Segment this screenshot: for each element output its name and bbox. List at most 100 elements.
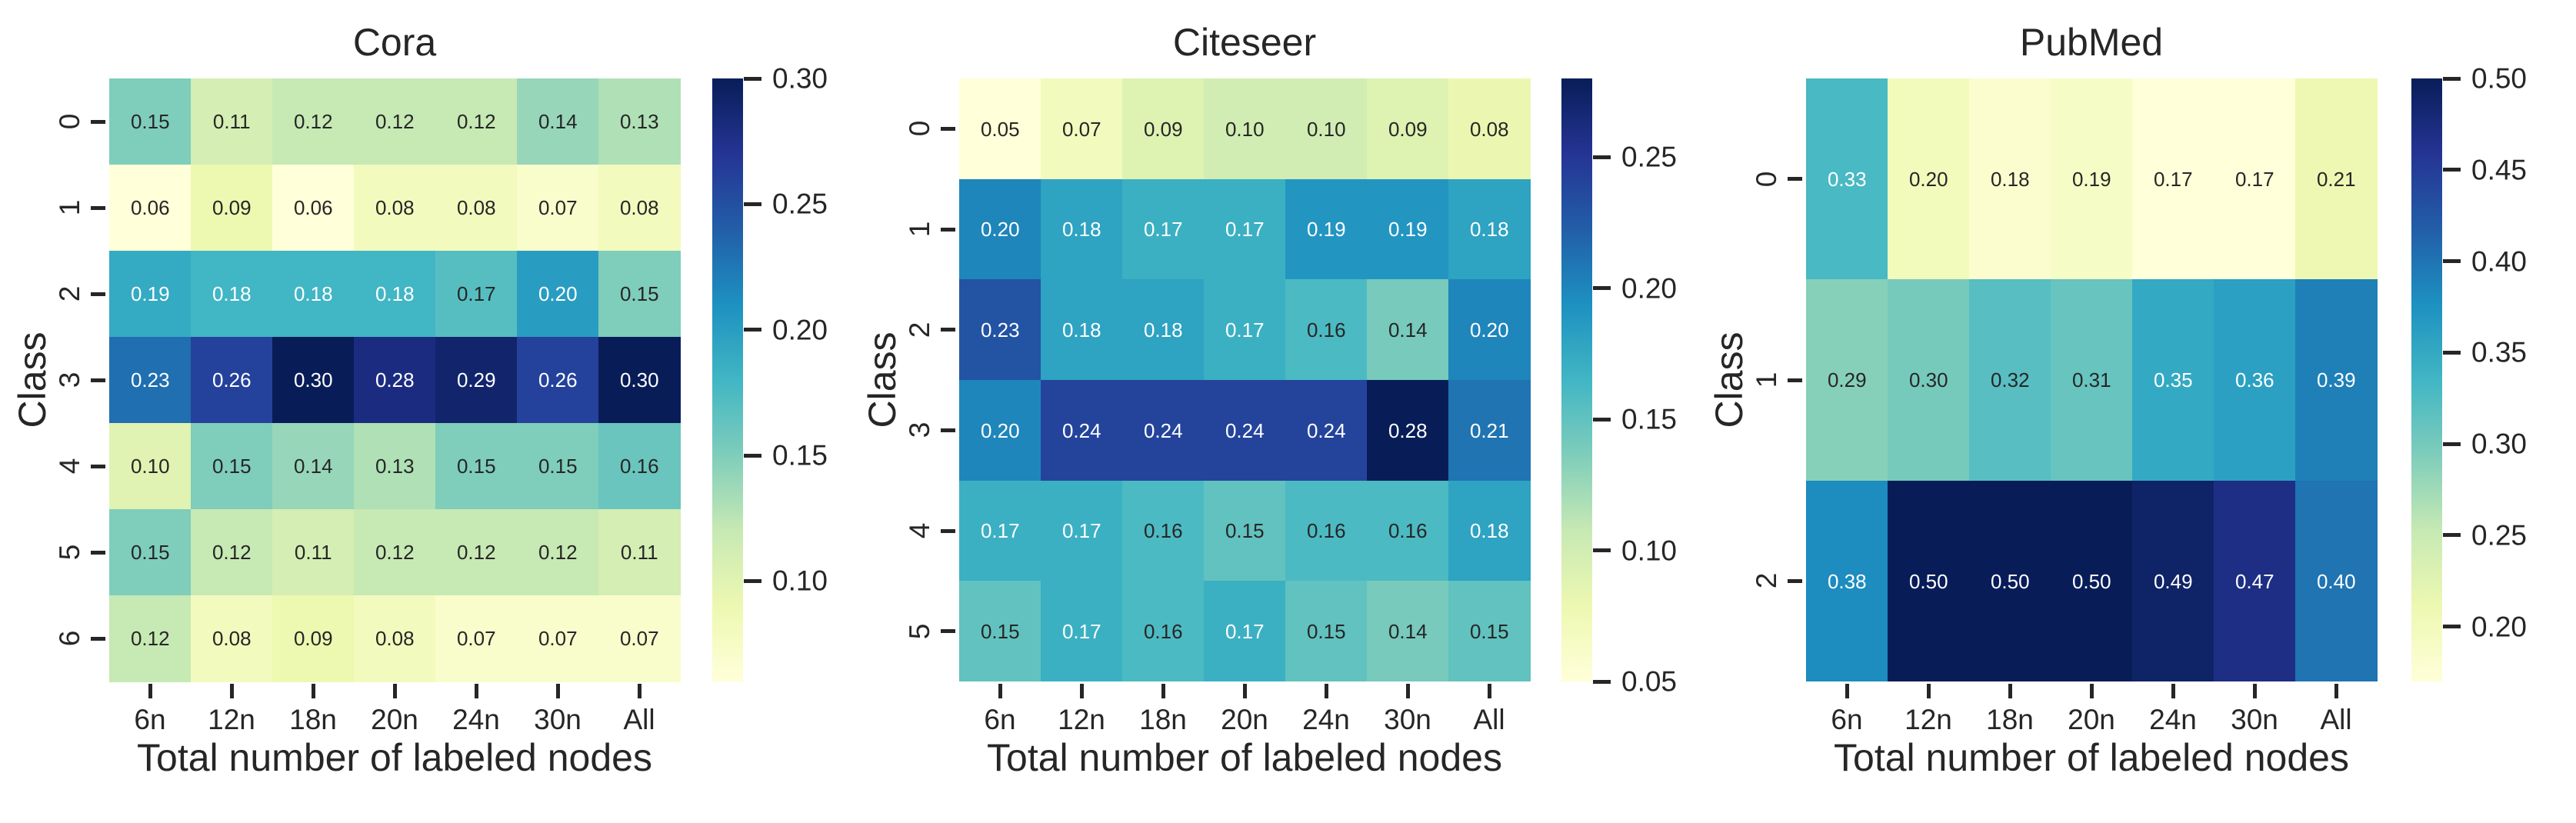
heatmap-cell: 0.17 bbox=[435, 251, 518, 338]
y-tick-mark bbox=[91, 292, 105, 296]
heatmap-cell: 0.20 bbox=[959, 380, 1041, 481]
x-tick-label: 18n bbox=[289, 704, 337, 735]
colorbar-tick-label: 0.25 bbox=[772, 188, 828, 220]
heatmap-cell-value: 0.18 bbox=[293, 282, 333, 306]
heatmap-cell-value: 0.18 bbox=[375, 282, 415, 306]
heatmap-cell-value: 0.15 bbox=[1469, 619, 1509, 643]
heatmap-cell-value: 0.23 bbox=[130, 368, 170, 392]
heatmap-cell-value: 0.30 bbox=[293, 368, 333, 392]
heatmap-cell-value: 0.17 bbox=[1225, 619, 1265, 643]
heatmap-cell-value: 0.10 bbox=[1306, 117, 1346, 141]
colorbar-tick-mark bbox=[744, 578, 761, 583]
heatmap-cell: 0.20 bbox=[959, 178, 1041, 280]
heatmap-cell-value: 0.09 bbox=[1388, 117, 1428, 141]
heatmap-cell-value: 0.15 bbox=[619, 282, 659, 306]
colorbar-tick-mark bbox=[744, 453, 761, 458]
heatmap-cell: 0.14 bbox=[517, 78, 599, 165]
heatmap-cell: 0.21 bbox=[2295, 78, 2378, 280]
heatmap-cell: 0.17 bbox=[959, 480, 1041, 581]
heatmap-cell-value: 0.07 bbox=[538, 627, 578, 651]
heatmap-cell: 0.07 bbox=[517, 595, 599, 682]
heatmap-cell-value: 0.11 bbox=[212, 110, 251, 134]
x-tick-label: 24n bbox=[2149, 704, 2197, 735]
heatmap-cell-value: 0.28 bbox=[375, 368, 415, 392]
colorbar-tick-mark bbox=[2443, 625, 2461, 629]
heatmap-cell: 0.07 bbox=[1041, 78, 1123, 180]
chart-title-citeseer: Citeseer bbox=[1172, 21, 1317, 64]
heatmap-cell-value: 0.17 bbox=[1143, 218, 1183, 242]
heatmap-cell: 0.20 bbox=[517, 251, 599, 338]
heatmap-cell-value: 0.17 bbox=[1225, 318, 1265, 342]
heatmap-cell-value: 0.16 bbox=[1306, 318, 1346, 342]
colorbar-tick-label: 0.20 bbox=[1621, 272, 1678, 305]
heatmap-cell: 0.15 bbox=[191, 423, 273, 510]
heatmap-cell-value: 0.08 bbox=[456, 196, 496, 220]
heatmap-cell-value: 0.35 bbox=[2153, 368, 2193, 392]
heatmap-cell-value: 0.20 bbox=[538, 282, 578, 306]
heatmap-cell: 0.09 bbox=[1122, 78, 1205, 180]
x-tick-label: 18n bbox=[1139, 704, 1187, 735]
x-tick-label: 6n bbox=[134, 704, 166, 735]
heatmap-cell-value: 0.08 bbox=[375, 627, 415, 651]
heatmap-cell-value: 0.21 bbox=[2316, 167, 2356, 191]
colorbar-tick-label: 0.10 bbox=[772, 565, 828, 597]
heatmap-cell: 0.13 bbox=[354, 423, 436, 510]
x-tick-mark bbox=[998, 684, 1002, 698]
colorbar-tick-label: 0.35 bbox=[2471, 336, 2528, 368]
heatmap-cell-value: 0.15 bbox=[130, 110, 170, 134]
x-tick-mark bbox=[2334, 684, 2338, 698]
heatmap-cell: 0.16 bbox=[1122, 480, 1205, 581]
heatmap-cell: 0.12 bbox=[354, 78, 436, 165]
x-tick-mark bbox=[1242, 684, 1247, 698]
heatmap-cell-value: 0.14 bbox=[293, 455, 333, 478]
x-tick-mark bbox=[229, 684, 234, 698]
heatmap-cell: 0.15 bbox=[109, 78, 192, 165]
heatmap-cell: 0.12 bbox=[272, 78, 355, 165]
heatmap-cell: 0.29 bbox=[435, 337, 518, 424]
colorbar-tick-label: 0.20 bbox=[772, 314, 828, 346]
heatmap-cell-value: 0.08 bbox=[619, 196, 659, 220]
x-tick-label: All bbox=[623, 704, 655, 735]
colorbar-tick-label: 0.10 bbox=[1621, 535, 1678, 567]
heatmap-cell: 0.26 bbox=[191, 337, 273, 424]
heatmap-cell-value: 0.10 bbox=[130, 455, 170, 478]
heatmap-cell: 0.08 bbox=[598, 165, 681, 252]
heatmap-cell-value: 0.07 bbox=[538, 196, 578, 220]
x-tick-mark bbox=[148, 684, 152, 698]
heatmap-cell: 0.24 bbox=[1204, 380, 1286, 481]
heatmap-cell-value: 0.33 bbox=[1827, 167, 1867, 191]
heatmap-cell: 0.29 bbox=[1806, 279, 1888, 481]
colorbar-tick-label: 0.20 bbox=[2471, 611, 2528, 643]
x-tick-label: 12n bbox=[1905, 704, 1952, 735]
y-tick-label: 1 bbox=[1750, 372, 1782, 388]
y-tick-label: 2 bbox=[903, 322, 935, 338]
x-tick-mark bbox=[555, 684, 560, 698]
heatmap-cell-value: 0.13 bbox=[619, 110, 659, 134]
colorbar-tick-mark bbox=[1593, 155, 1611, 159]
y-tick-label: 3 bbox=[903, 422, 935, 438]
heatmap-cell: 0.12 bbox=[109, 595, 192, 682]
heatmap-cell: 0.15 bbox=[959, 581, 1041, 682]
heatmap-cell: 0.38 bbox=[1806, 480, 1888, 682]
y-tick-mark bbox=[91, 636, 105, 641]
y-tick-label: 4 bbox=[53, 458, 85, 475]
heatmap-cell-value: 0.11 bbox=[620, 541, 658, 565]
heatmap-cell: 0.15 bbox=[1285, 581, 1368, 682]
colorbar-tick-label: 0.40 bbox=[2471, 245, 2528, 278]
y-tick-label: 4 bbox=[903, 522, 935, 539]
heatmap-cell: 0.15 bbox=[435, 423, 518, 510]
colorbar-tick-mark bbox=[2443, 533, 2461, 538]
colorbar-tick-label: 0.50 bbox=[2471, 62, 2528, 95]
heatmap-cell-value: 0.17 bbox=[1061, 519, 1101, 543]
heatmap-cell: 0.15 bbox=[1448, 581, 1531, 682]
heatmap-cell: 0.07 bbox=[435, 595, 518, 682]
colorbar-tick-mark bbox=[2443, 350, 2461, 355]
heatmap-cell-value: 0.19 bbox=[1306, 218, 1346, 242]
y-axis-label: Class bbox=[1708, 332, 1751, 428]
heatmap-cell: 0.11 bbox=[191, 78, 273, 165]
x-tick-mark bbox=[1845, 684, 1849, 698]
heatmap-cell-value: 0.17 bbox=[456, 282, 496, 306]
heatmap-cell-value: 0.15 bbox=[130, 541, 170, 565]
